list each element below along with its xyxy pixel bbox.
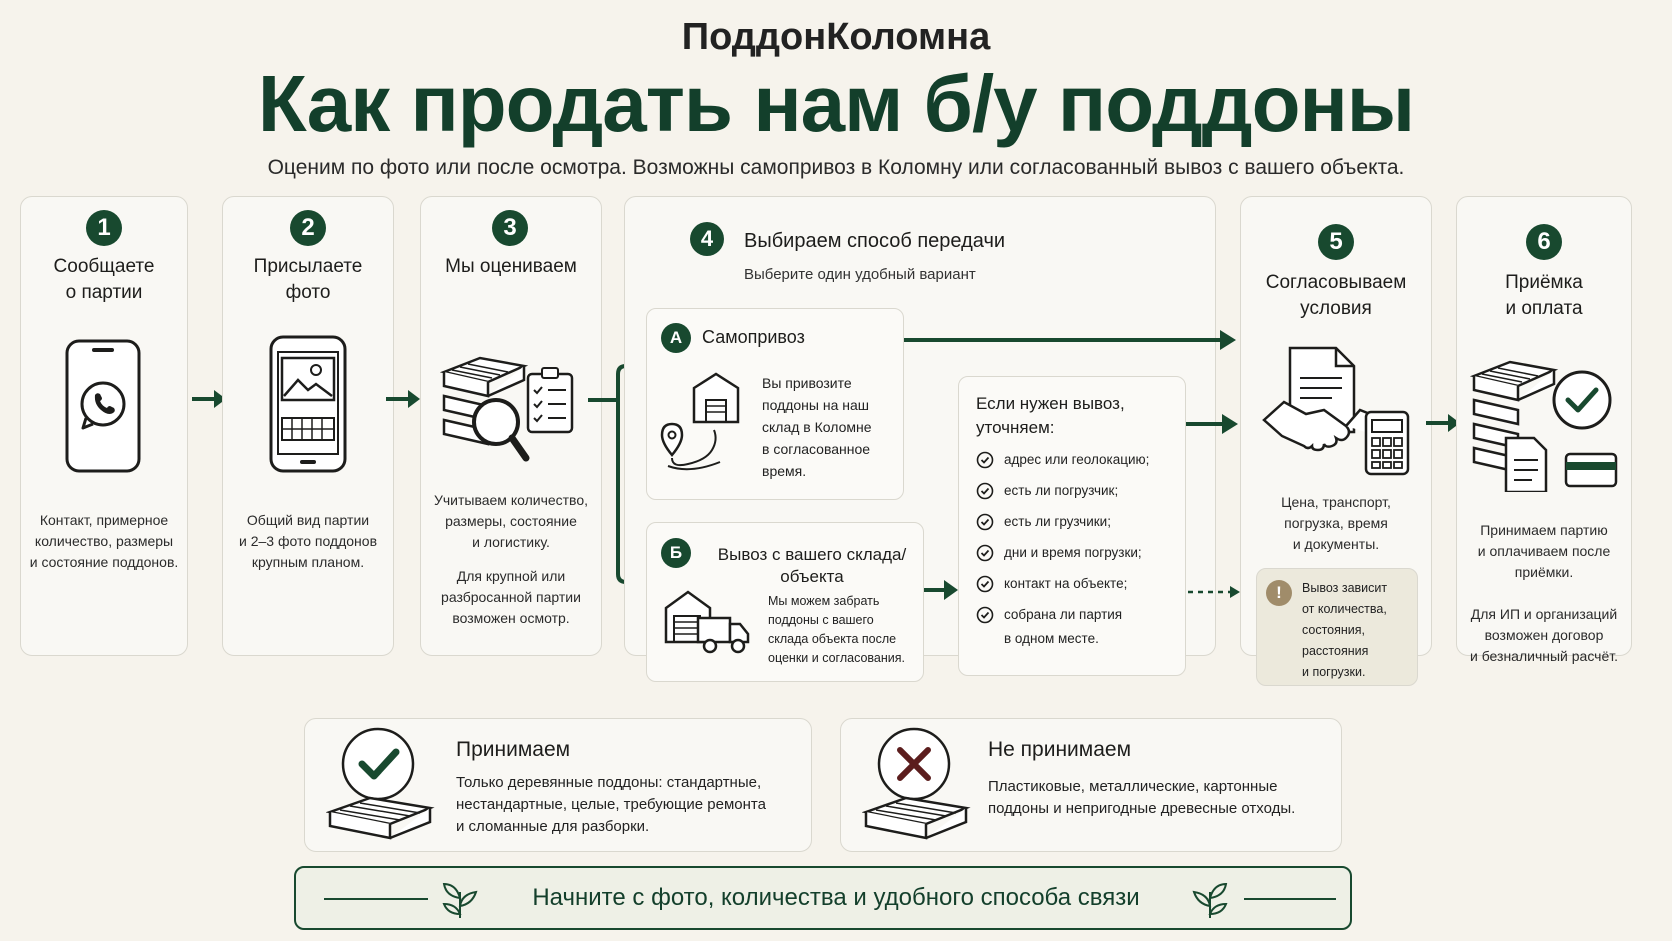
step-1-number: 1 xyxy=(86,210,122,246)
dashed-arrow-icon xyxy=(1188,586,1240,598)
checklist-item-continuation: в одном месте. xyxy=(1004,631,1099,646)
pallet-accepted-icon xyxy=(326,727,435,840)
warehouse-route-icon xyxy=(660,372,740,471)
reject-title: Не принимаем xyxy=(988,738,1132,761)
arrow-icon xyxy=(386,390,420,408)
step-6-number: 6 xyxy=(1526,224,1562,260)
cta-banner[interactable] xyxy=(294,866,1352,930)
handshake-contract-icon xyxy=(1262,346,1410,476)
cta-line-right xyxy=(1244,898,1336,900)
check-circle-icon xyxy=(976,544,994,562)
checklist-item: адрес или геолокацию; xyxy=(976,450,1176,470)
step-3-number: 3 xyxy=(492,210,528,246)
checklist-item-label: собрана ли партия xyxy=(1004,607,1123,622)
leaf-icon xyxy=(442,882,478,918)
whatsapp-phone-icon xyxy=(65,339,141,473)
warning-icon: ! xyxy=(1266,580,1292,606)
arrow-icon xyxy=(1426,414,1460,432)
checklist-title: Если нужен вывоз,уточняем: xyxy=(976,394,1125,437)
step-4-number: 4 xyxy=(690,222,724,256)
cta-line-left xyxy=(324,898,428,900)
option-b-letter: Б xyxy=(661,538,691,568)
option-b-title: Вывоз с вашего склада/объекта xyxy=(717,545,907,586)
page-title: Как продать нам б/у поддоны xyxy=(257,59,1415,148)
brand-name: ПоддонКоломна xyxy=(681,16,991,58)
cta-text: Начните с фото, количества и удобного сп… xyxy=(532,884,1140,911)
check-circle-icon xyxy=(976,513,994,531)
step-4-title: Выбираем способ передачи xyxy=(744,230,1006,252)
accept-title: Принимаем xyxy=(456,738,571,761)
accept-text: Только деревянные поддоны: стандартные,н… xyxy=(456,774,766,835)
step-5-number: 5 xyxy=(1318,224,1354,260)
checklist-item: есть ли грузчики; xyxy=(976,512,1176,532)
pallet-inspection-icon xyxy=(440,356,574,462)
leaf-icon xyxy=(1192,882,1228,918)
page-subtitle: Оценим по фото или после осмотра. Возмож… xyxy=(267,156,1405,179)
checklist-item-label: дни и время погрузки; xyxy=(1004,545,1142,560)
checklist-card xyxy=(958,376,1186,676)
step-4-subtitle: Выберите один удобный вариант xyxy=(744,266,976,283)
pallet-rejected-icon xyxy=(862,727,971,840)
check-circle-icon xyxy=(976,451,994,469)
checklist-item-label: есть ли грузчики; xyxy=(1004,514,1111,529)
phone-photo-icon xyxy=(269,335,347,473)
arrow-icon xyxy=(904,330,1236,350)
check-circle-icon xyxy=(976,575,994,593)
checklist-item: дни и время погрузки; xyxy=(976,543,1176,563)
arrow-icon xyxy=(192,390,226,408)
option-a-letter: А xyxy=(661,323,691,353)
checklist-item: контакт на объекте; xyxy=(976,574,1176,594)
check-circle-icon xyxy=(976,482,994,500)
option-a-title: Самопривоз xyxy=(702,327,805,347)
checklist-item-label: есть ли погрузчик; xyxy=(1004,483,1119,498)
checklist-item-label: адрес или геолокацию; xyxy=(1004,452,1150,467)
checklist-item: собрана ли партия в одном месте. xyxy=(976,605,1176,649)
warehouse-truck-icon xyxy=(664,590,750,654)
step-2-number: 2 xyxy=(290,210,326,246)
check-circle-icon xyxy=(976,606,994,624)
checklist-item: есть ли погрузчик; xyxy=(976,481,1176,501)
checklist-item-label: контакт на объекте; xyxy=(1004,576,1128,591)
arrow-icon xyxy=(1186,414,1238,434)
step-3-title: Мы оцениваем xyxy=(445,256,577,277)
pallet-payment-icon xyxy=(1470,360,1618,492)
arrow-icon xyxy=(924,580,958,600)
